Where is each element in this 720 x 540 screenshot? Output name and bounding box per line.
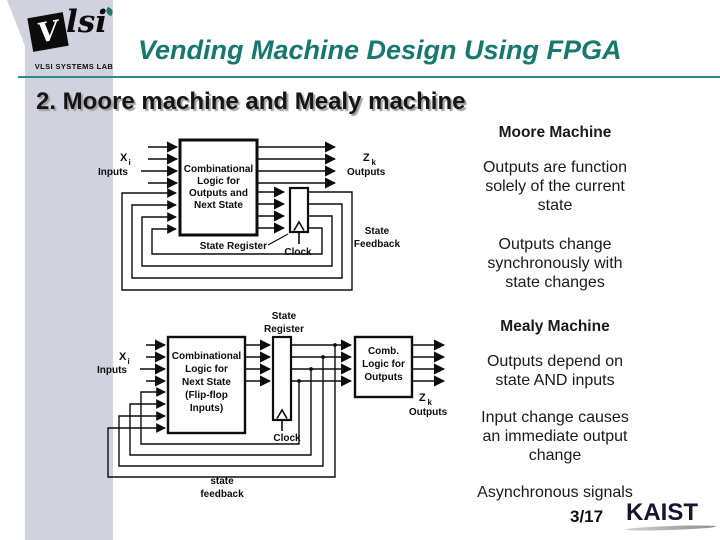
clock-wedge-icon [276,408,288,419]
mealy-feedback-label: state [210,476,234,487]
moore-notes-block: Moore Machine Outputs are function solel… [474,124,636,292]
moore-feedback-label: Feedback [354,239,401,250]
moore-state-register-box [288,186,310,234]
mealy-output-logic-box [353,335,414,399]
moore-notes-heading: Moore Machine [498,124,612,141]
mealy-register-label: State [272,311,297,322]
mealy-box2-line: Logic for [362,359,405,370]
mealy-x-label: X [119,351,127,363]
mealy-feedback-label: feedback [200,489,244,500]
mealy-box1-line: Combinational [172,351,242,362]
moore-box-line: Logic for [197,176,240,187]
wire-tap-dot [309,367,313,371]
kaist-logo-text: KAIST [626,499,698,526]
moore-feedback-label: State [365,226,390,237]
logo-square-icon: V [27,12,69,52]
mealy-box1-line: (Flip-flop [185,390,228,401]
mealy-inputs-label: Inputs [97,365,127,376]
moore-note: Outputs are function solely of the curre… [482,159,628,214]
page-number: 3/17 [570,507,604,526]
mealy-next-state-box [166,335,247,435]
mealy-note: Asynchronous signals [477,484,633,501]
slide-title: Vending Machine Design Using FPGA [138,35,622,65]
mealy-box1-line: Inputs) [190,403,223,414]
moore-x-sub: i [129,158,131,167]
logo-v-glyph: V [34,14,62,50]
section-heading: 2. Moore machine and Mealy machine [36,88,466,115]
moore-state-register-label: State Register [200,241,267,252]
clock-wedge-icon [293,220,305,231]
vlsi-lab-logo: V lsi VLSI SYSTEMS LAB [26,4,122,73]
mealy-machine-diagram: State Register X i Inputs Combinational … [97,311,448,500]
mealy-note: Input change causes an immediate output … [481,409,629,464]
mealy-register-label: Register [264,324,304,335]
moore-machine-diagram: X i Inputs Combinational Logic for Outpu… [98,138,401,291]
moore-inputs-label: Inputs [98,167,128,178]
wire-tap-dot [333,343,337,347]
kaist-logo: KAIST [625,499,718,532]
mealy-x-sub: i [128,357,130,366]
moore-outputs-label: Outputs [347,167,386,178]
wire-tap-dot [321,355,325,359]
moore-clock-label: Clock [284,247,312,258]
mealy-notes-heading: Mealy Machine [500,318,610,335]
mealy-box1-line: Logic for [185,364,228,375]
moore-x-label: X [120,152,128,164]
logo-lab-label: VLSI SYSTEMS LAB [34,62,114,71]
moore-logic-box [178,138,259,237]
moore-box-line: Next State [194,200,243,211]
moore-z-sub: k [372,158,377,167]
mealy-z-sub: k [428,398,433,407]
moore-note: Outputs change synchronously with state … [487,236,623,291]
mealy-notes-block: Mealy Machine Outputs depend on state AN… [474,318,636,502]
logo-script-text: lsi [66,4,108,40]
mealy-box2-line: Outputs [364,372,403,383]
wire-tap-dot [297,379,301,383]
moore-box-line: Combinational [184,164,254,175]
mealy-box1-line: Next State [182,377,231,388]
mealy-clock-label: Clock [273,433,301,444]
moore-z-label: Z [363,152,370,164]
header-rule [18,76,720,78]
mealy-state-register-box [271,335,293,422]
mealy-box2-line: Comb. [368,346,399,357]
mealy-note: Outputs depend on state AND inputs [486,353,624,389]
mealy-outputs-label: Outputs [409,407,448,418]
moore-box-line: Outputs and [189,188,248,199]
mealy-z-label: Z [419,392,426,404]
